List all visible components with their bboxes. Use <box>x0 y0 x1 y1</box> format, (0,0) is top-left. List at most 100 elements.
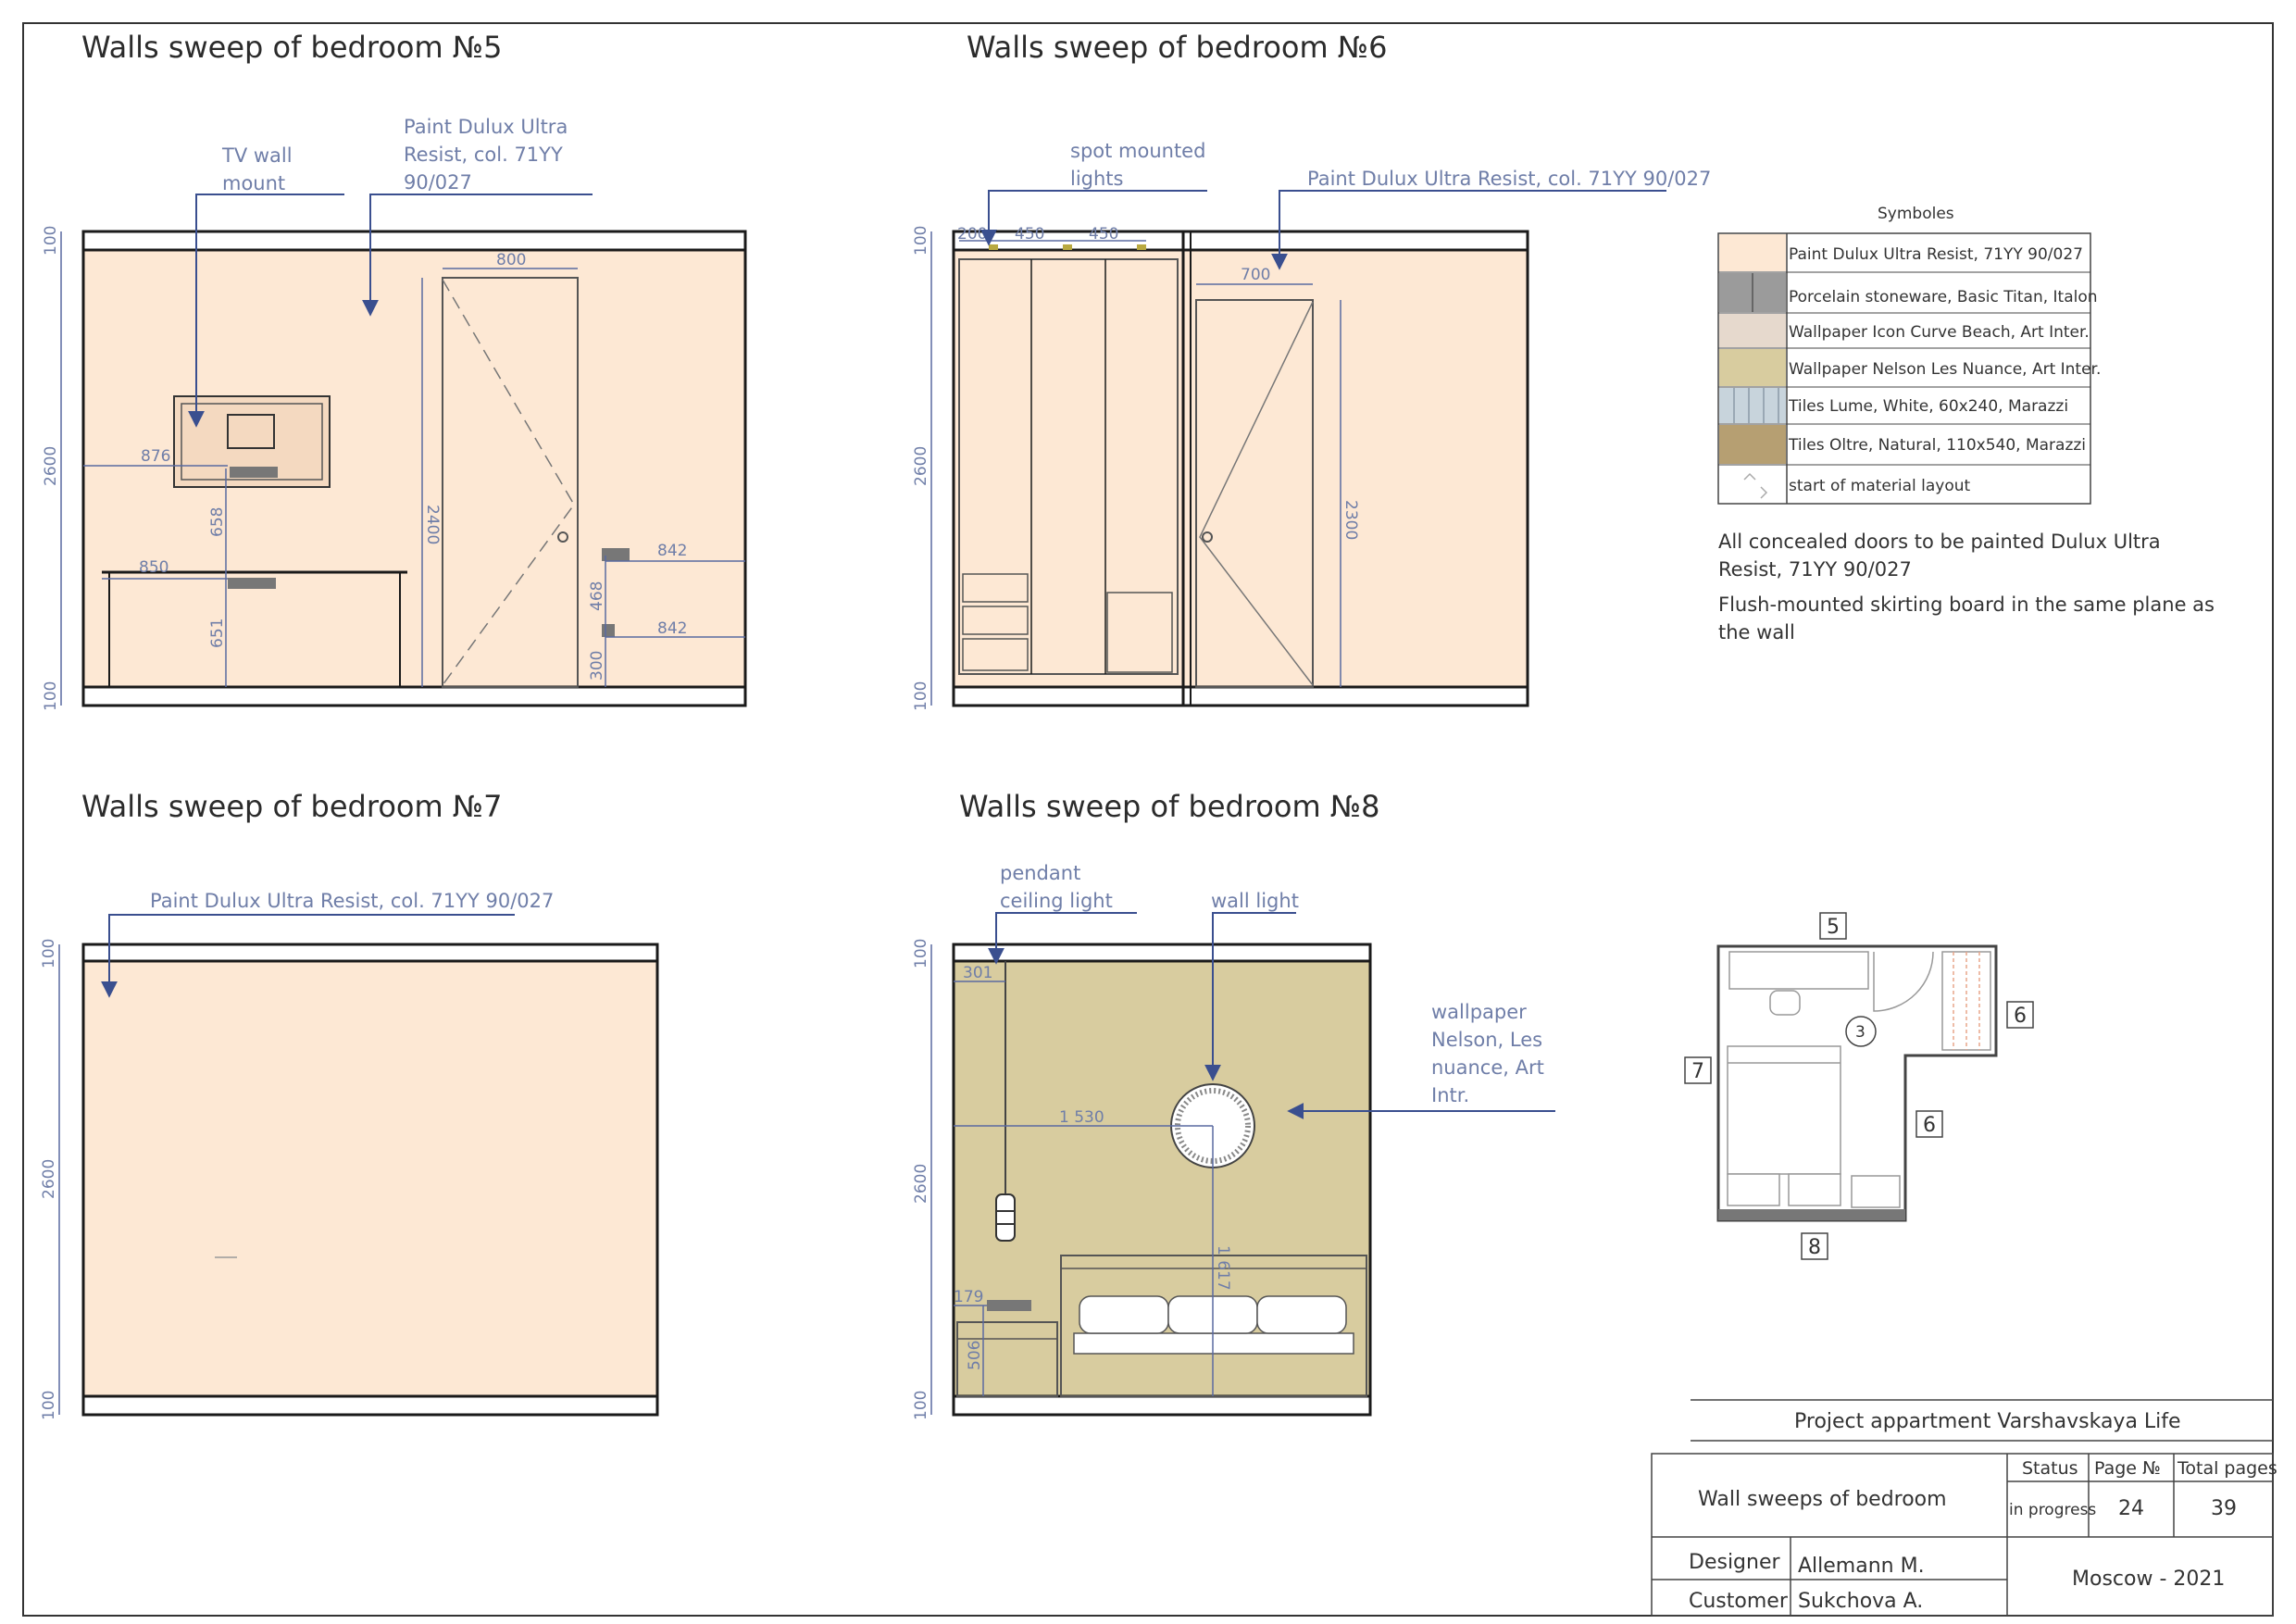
legend-label-wallpaper-nelson: Wallpaper Nelson Les Nuance, Art Inter. <box>1789 360 2101 379</box>
b8-floor-band <box>952 1394 1372 1417</box>
b8-pendant-note-l2: ceiling light <box>1000 890 1113 912</box>
plan-nightstand-1 <box>1727 1173 1780 1206</box>
tb-designer-header: Designer <box>1689 1551 1780 1574</box>
b6-spot-3 <box>1137 244 1146 250</box>
b5-dim-desk-h-label: 651 <box>208 618 227 648</box>
b5-dim-tv-x-label: 876 <box>141 447 170 466</box>
b7-dim-height-label: 2600 <box>40 1159 58 1199</box>
plan-tag-5 <box>1819 912 1847 940</box>
b5-tv-note-l1: TV wall <box>221 144 293 167</box>
b8-pendant-leader <box>988 912 1137 965</box>
b7-dim-top: 100 <box>40 939 58 968</box>
b6-door-handle <box>1202 531 1213 543</box>
b6-dim-bottom: 100 <box>912 681 930 711</box>
b8-ceiling-band <box>952 943 1372 963</box>
tb-page-header: Page № <box>2094 1458 2161 1479</box>
b6-wardrobe <box>958 258 1179 675</box>
b8-wallpaper-note-l1: wallpaper <box>1431 1001 1527 1023</box>
tb-frame <box>1651 1453 2274 1617</box>
b6-lights-note-l2: lights <box>1070 168 1123 190</box>
b6-wall <box>952 230 1529 707</box>
legend-swatch-wallpaper-nelson <box>1719 349 1786 386</box>
plan-label-6b: 6 <box>1923 1114 1936 1137</box>
b5-desk-sockets <box>228 578 276 589</box>
tb-status-header: Status <box>2022 1458 2078 1479</box>
b5-dim-door-w-label: 800 <box>496 251 526 269</box>
legend-label-porcelain: Porcelain stoneware, Basic Titan, Italon <box>1789 288 2098 306</box>
tb-designer: Allemann M. <box>1798 1555 1925 1578</box>
bedroom-5-elevation: Walls sweep of bedroom №5 100 2600 100 <box>42 30 747 711</box>
b7-dim-bottom: 100 <box>40 1391 58 1420</box>
plan-label-5: 5 <box>1827 916 1840 939</box>
b7-wall <box>81 943 659 1417</box>
tb-page: 24 <box>2118 1497 2144 1520</box>
note-skirting-l1: Flush-mounted skirting board in the same… <box>1718 593 2215 616</box>
b8-wall-light-inner <box>1175 1088 1251 1164</box>
b6-drawer-2 <box>962 606 1029 635</box>
b7-paint-note: Paint Dulux Ultra Resist, col. 71YY 90/0… <box>150 890 554 912</box>
b8-dim-301-label: 301 <box>963 964 992 982</box>
b8-wallpaper-note-l4: Intr. <box>1431 1084 1469 1106</box>
b5-dim-sw2-label: 842 <box>657 619 687 638</box>
b6-lights-leader <box>980 190 1207 246</box>
b6-spot-2 <box>1063 244 1072 250</box>
b5-paint-note-l2: Resist, col. 71YY <box>404 144 563 166</box>
b6-lights-note-l1: spot mounted <box>1070 140 1205 162</box>
b6-dim-450b: 450 <box>1089 225 1118 244</box>
key-plan: 3 5 6 6 7 8 <box>1684 912 2034 1260</box>
plan-desk <box>1728 951 1869 990</box>
b5-dim-tv-h-label: 658 <box>208 507 227 537</box>
b5-tv-socket <box>230 467 278 478</box>
tb-customer-header: Customer <box>1689 1590 1789 1613</box>
b5-door-swing <box>442 279 575 686</box>
title-block: Project appartment Varshavskaya Life Wal… <box>1651 1399 2277 1617</box>
sheet-frame <box>22 22 2274 1617</box>
note-doors-l2: Resist, 71YY 90/027 <box>1718 558 1912 581</box>
b8-dim-top: 100 <box>912 939 930 968</box>
b7-ceiling-band <box>81 943 659 963</box>
b6-spot-1 <box>989 244 998 250</box>
plan-shelf <box>1851 1175 1901 1208</box>
b5-dim-sw-low-label: 300 <box>588 651 606 681</box>
b6-dim-top: 100 <box>912 226 930 256</box>
b8-wall-light-leader <box>1204 912 1296 1081</box>
b6-dim-door-h-label: 2300 <box>1341 500 1360 540</box>
plan-tag-6b <box>1915 1110 1943 1138</box>
legend-swatch-tiles-lume <box>1719 388 1786 423</box>
b6-door <box>1195 299 1314 688</box>
tb-project: Project appartment Varshavskaya Life <box>1794 1410 2181 1433</box>
b6-floor-band <box>952 685 1529 707</box>
b8-nightstand <box>956 1321 1058 1397</box>
plan-label-6a: 6 <box>2014 1005 2027 1028</box>
b6-dim-door-w-label: 700 <box>1241 266 1270 284</box>
legend-label-tiles-lume: Tiles Lume, White, 60x240, Marazzi <box>1788 397 2068 416</box>
b8-wall-light-note: wall light <box>1211 890 1299 912</box>
legend-swatch-wallpaper-icon <box>1719 314 1786 347</box>
legend-title: Symboles <box>1878 205 1954 223</box>
plan-room-tag <box>1845 1016 1877 1047</box>
bedroom-5-title: Walls sweep of bedroom №5 <box>81 30 502 65</box>
plan-tag-8 <box>1801 1232 1828 1260</box>
b8-dim-1530-label: 1 530 <box>1059 1108 1104 1127</box>
plan-label-7: 7 <box>1691 1060 1704 1083</box>
b7-floor-band <box>81 1394 659 1417</box>
b6-cabinet <box>1106 592 1173 673</box>
b6-ceiling-band <box>952 230 1529 252</box>
b8-mattress <box>1073 1332 1354 1355</box>
plan-wall-8 <box>1718 1209 1905 1220</box>
note-doors-l1: All concealed doors to be painted Dulux … <box>1718 531 2161 553</box>
tb-total: 39 <box>2211 1497 2237 1520</box>
legend-frame <box>1717 232 2091 505</box>
b8-dim-height-label: 2600 <box>912 1164 930 1204</box>
b5-paint-leader <box>362 194 593 317</box>
plan-label-8: 8 <box>1808 1236 1821 1259</box>
plan-nightstand-2 <box>1788 1173 1841 1206</box>
b6-paint-leader <box>1271 190 1666 270</box>
plan-door-swing <box>1873 951 1934 1012</box>
b6-dim-450a: 450 <box>1015 225 1044 244</box>
bedroom-6-title: Walls sweep of bedroom №6 <box>967 30 1387 65</box>
plan-tag-6a <box>2006 1001 2034 1029</box>
b7-paint-leader <box>101 914 515 998</box>
b5-door-handle <box>557 531 568 543</box>
